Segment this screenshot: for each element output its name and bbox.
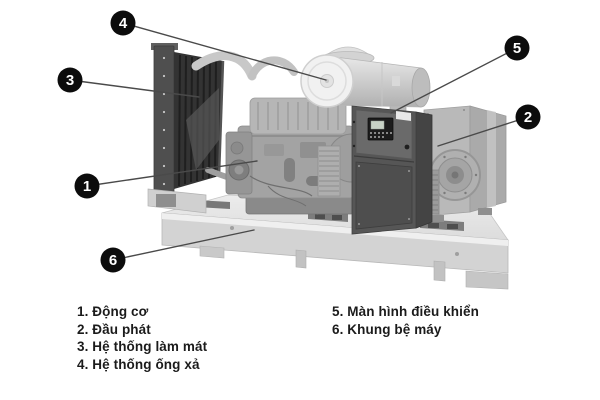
svg-text:2: 2 (524, 109, 532, 126)
legend-item-3: 3. Hệ thống làm mát (77, 339, 208, 354)
legend-item-5: 5. Màn hình điều khiển (332, 304, 479, 319)
callout-line-6 (112, 229, 255, 261)
legend-item-2: 2. Đầu phát (77, 321, 151, 337)
callout-line-4 (122, 22, 327, 81)
svg-text:3: 3 (66, 72, 74, 89)
base-frame-rail (161, 212, 509, 290)
callout-badge-3: 3 (57, 67, 83, 93)
callout-line-1 (86, 160, 258, 187)
callout-badges: 4 3 1 6 5 2 (57, 10, 541, 273)
svg-text:1: 1 (83, 178, 91, 195)
callout-badge-1: 1 (74, 173, 100, 199)
exhaust-silencer-illustration (300, 46, 431, 141)
legend-item-6: 6. Khung bệ máy (332, 321, 442, 337)
callout-badge-5: 5 (504, 35, 530, 61)
callout-line-3 (69, 79, 200, 98)
legend-right-column: 5. Màn hình điều khiển 6. Khung bệ máy (332, 303, 479, 338)
svg-text:5: 5 (513, 40, 521, 57)
alternator-illustration (422, 105, 507, 222)
callout-lines (69, 22, 529, 261)
radiator-illustration (147, 43, 225, 214)
callout-line-2 (437, 116, 529, 147)
callout-badge-6: 6 (100, 247, 126, 273)
legend-left-column: 1. Động cơ 2. Đầu phát 3. Hệ thống làm m… (77, 303, 207, 373)
legend-item-4: 4. Hệ thống ống xả (77, 356, 200, 372)
callout-badge-4: 4 (110, 10, 136, 36)
legend-item-1: 1. Động cơ (77, 304, 149, 319)
svg-text:4: 4 (119, 15, 128, 32)
control-cabinet-illustration (351, 105, 433, 235)
callout-badge-2: 2 (515, 104, 541, 130)
callout-line-5 (390, 47, 518, 114)
svg-text:6: 6 (109, 252, 117, 269)
